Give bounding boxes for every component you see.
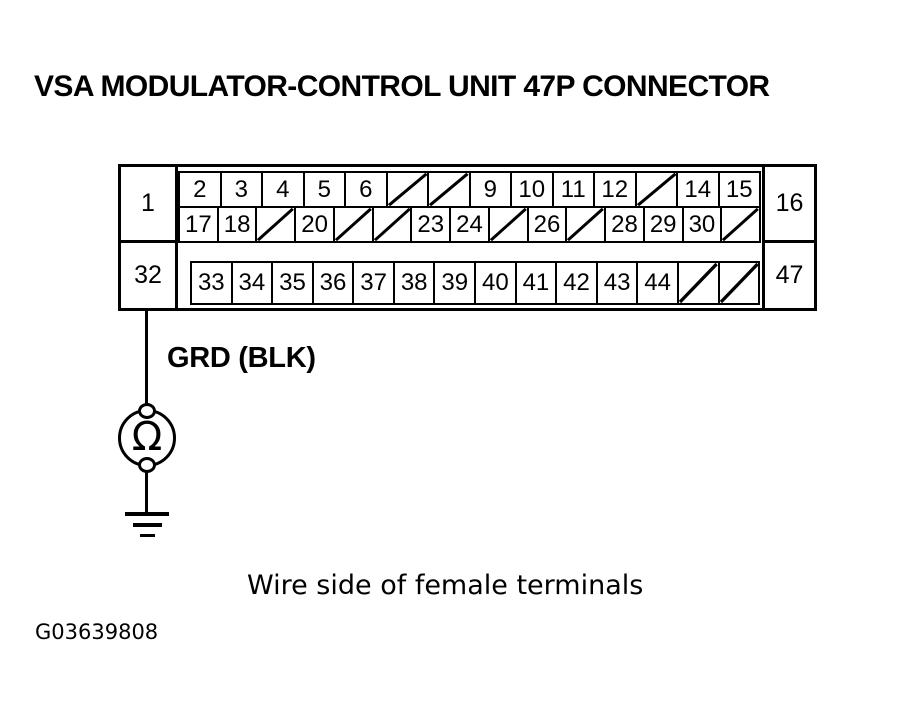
pin-cell-29: 29 bbox=[642, 206, 684, 243]
pin-cell-14: 14 bbox=[676, 171, 720, 208]
ohmmeter-terminal-top-icon bbox=[138, 403, 156, 419]
pin-cell-18: 18 bbox=[216, 206, 258, 243]
pin-cell-41: 41 bbox=[514, 261, 558, 305]
pin-cell-39: 39 bbox=[433, 261, 477, 305]
slash-icon bbox=[387, 173, 427, 206]
pin-cell-44: 44 bbox=[636, 261, 679, 305]
pin-cell-32: 32 bbox=[121, 243, 178, 308]
slash-icon bbox=[373, 208, 411, 241]
pin-cell-2: 2 bbox=[178, 171, 222, 208]
ground-wire-lower-segment bbox=[145, 470, 148, 514]
slash-icon bbox=[334, 208, 372, 241]
pin-cell-unused bbox=[371, 206, 413, 243]
pin-cell-unused bbox=[255, 206, 297, 243]
pin-cell-30: 30 bbox=[681, 206, 723, 243]
ground-bar-top bbox=[125, 512, 169, 516]
pin-cell-10: 10 bbox=[510, 171, 554, 208]
pin-cell-43: 43 bbox=[595, 261, 639, 305]
pin-cell-unused bbox=[634, 171, 678, 208]
pin-cell-34: 34 bbox=[230, 261, 274, 305]
pin-cell-47: 47 bbox=[762, 243, 814, 308]
figure-id: G03639808 bbox=[35, 620, 159, 644]
ground-icon bbox=[125, 512, 169, 537]
pin-cell-5: 5 bbox=[302, 171, 346, 208]
pin-cell-unused bbox=[720, 206, 762, 243]
pin-cell-37: 37 bbox=[352, 261, 395, 305]
slash-icon bbox=[636, 173, 676, 206]
pin-cell-4: 4 bbox=[261, 171, 305, 208]
pin-cell-unused bbox=[427, 171, 471, 208]
pin-cell-40: 40 bbox=[474, 261, 517, 305]
pin-cell-28: 28 bbox=[604, 206, 645, 243]
pin-cell-unused bbox=[717, 261, 761, 305]
pin-cell-1: 1 bbox=[121, 167, 178, 243]
slash-icon bbox=[429, 173, 469, 206]
slash-icon bbox=[722, 208, 760, 241]
pin-cell-20: 20 bbox=[294, 206, 335, 243]
wire-label: GRD (BLK) bbox=[167, 342, 316, 374]
pin-cell-15: 15 bbox=[717, 171, 761, 208]
pin-cell-unused bbox=[332, 206, 374, 243]
ground-wire-upper-segment bbox=[145, 311, 148, 405]
slash-icon bbox=[489, 208, 527, 241]
diagram-title: VSA MODULATOR-CONTROL UNIT 47P CONNECTOR bbox=[34, 70, 770, 103]
slash-icon bbox=[678, 263, 718, 303]
pin-cell-6: 6 bbox=[344, 171, 388, 208]
caption-text: Wire side of female terminals bbox=[247, 570, 644, 601]
slash-icon bbox=[567, 208, 605, 241]
pin-cell-42: 42 bbox=[555, 261, 598, 305]
pin-cell-17: 17 bbox=[178, 206, 219, 243]
pin-cell-unused bbox=[385, 171, 429, 208]
slash-icon bbox=[719, 263, 759, 303]
pin-cell-3: 3 bbox=[219, 171, 263, 208]
pin-cell-24: 24 bbox=[449, 206, 490, 243]
pin-cell-9: 9 bbox=[468, 171, 512, 208]
pin-cell-11: 11 bbox=[551, 171, 595, 208]
ground-bar-bottom bbox=[139, 534, 155, 537]
pin-cell-unused bbox=[565, 206, 607, 243]
pin-cell-35: 35 bbox=[271, 261, 314, 305]
ground-bar-middle bbox=[132, 523, 162, 527]
ohmmeter-icon: Ω bbox=[118, 403, 176, 473]
pin-cell-38: 38 bbox=[392, 261, 436, 305]
slash-icon bbox=[257, 208, 295, 241]
pin-cell-unused bbox=[676, 261, 720, 305]
pin-cell-12: 12 bbox=[593, 171, 637, 208]
omega-symbol: Ω bbox=[131, 413, 163, 460]
pin-cell-23: 23 bbox=[410, 206, 452, 243]
pin-cell-16: 16 bbox=[762, 167, 814, 243]
pin-cell-26: 26 bbox=[526, 206, 568, 243]
pin-cell-33: 33 bbox=[190, 261, 233, 305]
pin-cell-unused bbox=[487, 206, 529, 243]
pin-cell-36: 36 bbox=[311, 261, 355, 305]
